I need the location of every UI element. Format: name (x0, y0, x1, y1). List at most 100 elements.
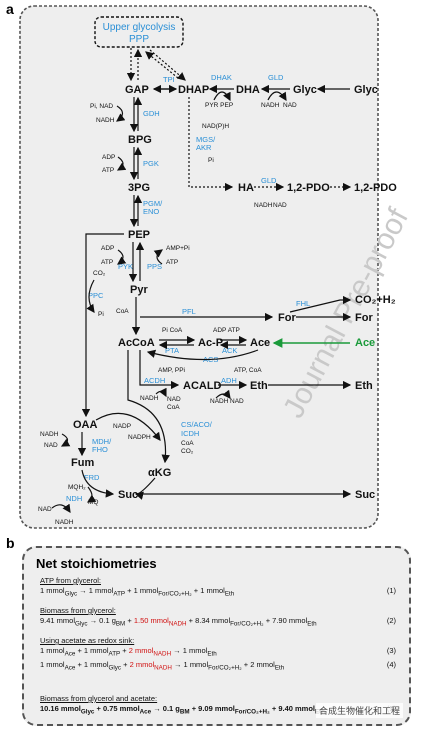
cofactor-nadph: NAD(P)H (202, 123, 229, 130)
eth-node: Eth (250, 380, 268, 392)
enzyme-fho: FHO (92, 445, 108, 454)
cofactor-nadh-acdh: NADH (140, 395, 159, 402)
enzyme-tpi: TPI (163, 75, 175, 84)
ace-node: Ace (250, 337, 270, 349)
equation-heading: Using acetate as redox sink: (40, 636, 135, 645)
equation-number: (4) (386, 659, 396, 669)
equation-text: 1 mmolAce + 1 mmolATP + 2 mmolNADH → 1 m… (40, 646, 217, 658)
arrow-ace-accoa-acs (146, 349, 259, 361)
equation-section: Biomass from glycerol:9.41 mmolGlyc → 0.… (40, 606, 400, 630)
panel-b-net-stoichiometries: Net stoichiometries ATP from glycerol:1 … (22, 546, 411, 726)
enzyme-ndh: NDH (66, 494, 82, 503)
equation-text: 1 mmolAce + 1 mmolGlyc + 2 mmolNADH → 1 … (40, 659, 285, 672)
cofactor-co2-ppc: CO₂ (93, 270, 106, 277)
accoa-node: AcCoA (118, 337, 155, 349)
panel-b-title: Net stoichiometries (36, 556, 157, 571)
enzyme-pta: PTA (165, 346, 179, 355)
equation-number: (3) (386, 646, 396, 655)
cofactor-adp-pgk: ADP (102, 154, 115, 161)
equation-number: (2) (386, 616, 396, 625)
equation-text: 9.41 mmolGlyc → 0.1 gBM + 1.50 mmolNADH … (40, 616, 317, 628)
equation-heading: ATP from glycerol: (40, 576, 101, 585)
enzyme-icdh: ICDH (181, 429, 199, 438)
dha-node: DHA (236, 84, 260, 96)
acald-node: ACALD (183, 380, 222, 392)
cofactor-mqh2: MQH₂ (68, 484, 86, 491)
cofactor-adp-pyk: ADP (101, 245, 114, 252)
co2-h2-node: CO₂+H₂ (355, 294, 396, 306)
enzyme-mdh: MDH/ (92, 437, 112, 446)
cofactor-nad-gld: NAD (283, 102, 297, 109)
equation-heading: Biomass from glycerol: (40, 606, 116, 615)
arrow-fum-suc (81, 469, 115, 498)
arrow-for-co2h2 (289, 295, 352, 313)
arrow-dhap-to-upper (145, 51, 179, 79)
glyc-external-node: Glyc (354, 84, 378, 96)
enzyme-pfl: PFL (182, 307, 196, 316)
cofactor-adp-atp: ADP ATP (213, 327, 240, 334)
cofactor-pi-ppc: Pi (98, 311, 104, 318)
cofactor-atp-pps: ATP (166, 259, 178, 266)
arrow-accoa-acald (139, 350, 180, 390)
cofactor-coa-cs: CoA (181, 440, 194, 447)
cofactor-pi-mgs: Pi (208, 157, 214, 164)
enzyme-fhl: FHL (296, 299, 310, 308)
enzyme-gld2: GLD (261, 176, 277, 185)
equation-text: 1 mmolGlyc → 1 mmolATP + 1 mmolFor/CO₂+H… (40, 586, 235, 598)
cofactor-nadh-ndh: NADH (55, 519, 74, 526)
enzyme-eno: ENO (143, 207, 159, 216)
enzyme-ppc: PPC (88, 291, 104, 300)
acp-node: Ac-P (198, 337, 223, 349)
arc-acdh-cofactor (155, 387, 167, 398)
cofactor-pi-coa: Pi CoA (162, 327, 183, 334)
enzyme-gld: GLD (268, 73, 284, 82)
arc-ppc-cofactor (86, 279, 95, 313)
cofactor-nad-acdh: NAD (167, 396, 181, 403)
suc-external-node: Suc (355, 489, 375, 501)
equation-section: Using acetate as redox sink:1 mmolAce + … (40, 636, 400, 673)
equation-line: 9.41 mmolGlyc → 0.1 gBM + 1.50 mmolNADH … (40, 616, 400, 630)
ace-external-node: Ace (355, 337, 375, 349)
enzyme-frd: FRD (84, 473, 100, 482)
gap-node: GAP (125, 84, 149, 96)
equation-line: 1 mmolAce + 1 mmolATP + 2 mmolNADH → 1 m… (40, 646, 400, 660)
cofactor-atp-pgk: ATP (102, 167, 114, 174)
suc-node: Suc (118, 489, 138, 501)
enzyme-adh: ADH (221, 376, 237, 385)
oaa-node: OAA (73, 419, 98, 431)
equation-text: 10.16 mmolGlyc + 0.75 mmolAce → 0.1 gBM … (40, 704, 325, 716)
cofactor-nadph-cs: NADPH (128, 434, 151, 441)
arc-pps-cofactor (153, 249, 163, 265)
enzyme-pyk: PYK (118, 262, 133, 271)
cofactor-nadh-mdh: NADH (40, 431, 59, 438)
cofactor-pi-nad: Pi, NAD (90, 103, 113, 110)
enzyme-gdh: GDH (143, 109, 160, 118)
arc-akg-suc (134, 477, 156, 500)
cofactor-nadh-gld: NADH (261, 102, 280, 109)
pdo-node: 1,2-PDO (287, 182, 330, 194)
equation-heading: Biomass from glycerol and acetate: (40, 694, 158, 703)
cofactor-nad-ndh: NAD (38, 506, 52, 513)
cofactor-coa-acdh: CoA (167, 404, 180, 411)
pyr-node: Pyr (130, 284, 148, 296)
enzyme-mgs: MGS/ (196, 135, 216, 144)
akg-node: αKG (148, 467, 171, 479)
enzyme-dhak: DHAK (211, 73, 232, 82)
arc-pgk-cofactor (116, 156, 127, 171)
equation-section: ATP from glycerol:1 mmolGlyc → 1 mmolATP… (40, 576, 400, 600)
equation-number: (1) (386, 586, 396, 595)
cofactor-atp-coa: ATP, CoA (234, 367, 262, 374)
arc-frd-mq (86, 486, 97, 503)
watermark-logo-text: 合成生物催化和工程 (315, 703, 403, 718)
arc-dhak-cofactor (213, 91, 231, 102)
cofactor-amp-pi: AMP+Pi (166, 245, 190, 252)
cofactor-amp-ppi: AMP, PPi (158, 367, 185, 374)
enzyme-pps: PPS (147, 262, 162, 271)
arrow-pep-oaa (81, 233, 124, 418)
arc-mdh-cofactor (60, 433, 71, 447)
arc-adh-cofactor (215, 389, 231, 399)
cofactor-nadh-adh: NADH (210, 398, 229, 405)
panel-a-label: a (6, 1, 14, 17)
ppp-label: PPP (129, 34, 149, 45)
